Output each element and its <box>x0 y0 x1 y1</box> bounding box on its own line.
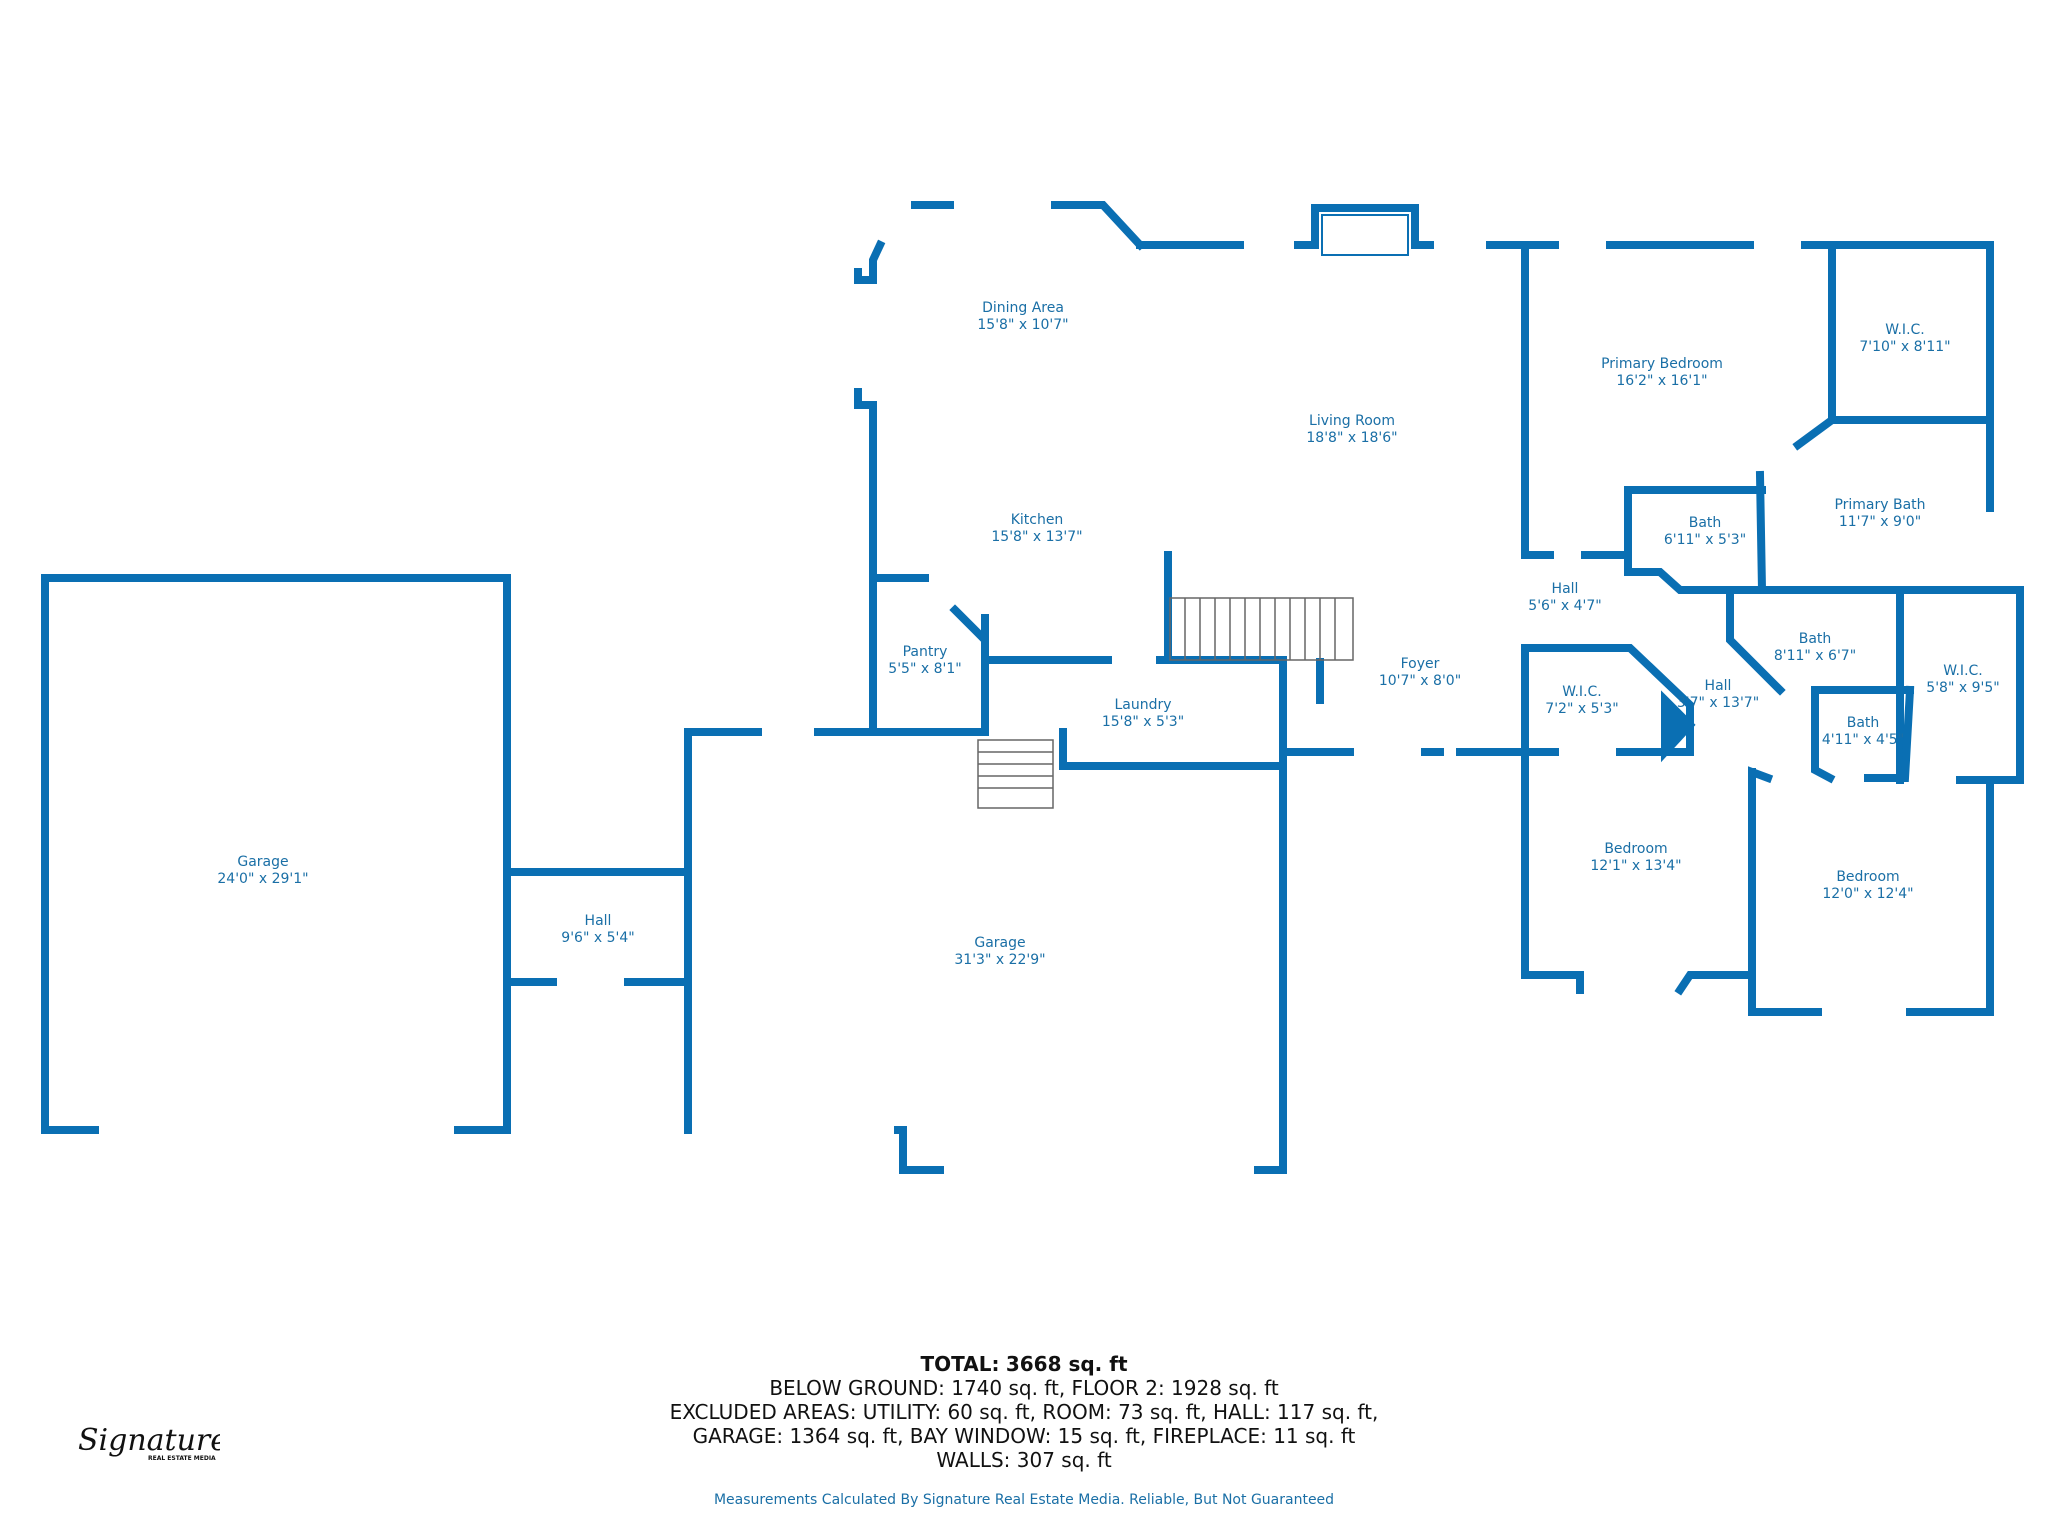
logo-script: Signature <box>78 1423 220 1458</box>
room-name: Foyer <box>1401 656 1440 672</box>
room-dimensions: 7'10" x 8'11" <box>1859 339 1950 355</box>
room-dimensions: 9'6" x 5'4" <box>561 930 634 946</box>
summary-line: WALLS: 307 sq. ft <box>936 1448 1112 1472</box>
bedroom-right-walls <box>1748 768 2014 1016</box>
room-name: W.I.C. <box>1885 322 1925 338</box>
room-dimensions: 5'6" x 4'7" <box>1528 598 1601 614</box>
room-dimensions: 3'7" x 13'7" <box>1677 695 1759 711</box>
signature-logo: Signature REAL ESTATE MEDIA <box>78 1423 220 1462</box>
room-name: Hall <box>585 913 612 929</box>
room-dimensions: 8'11" x 6'7" <box>1774 648 1856 664</box>
room-dimensions: 6'11" x 5'3" <box>1664 532 1746 548</box>
room-name: Hall <box>1552 581 1579 597</box>
summary-line: EXCLUDED AREAS: UTILITY: 60 sq. ft, ROOM… <box>669 1400 1379 1424</box>
room-dimensions: 11'7" x 9'0" <box>1839 514 1921 530</box>
total-line: TOTAL: 3668 sq. ft <box>0 1352 2048 1376</box>
top-wall <box>1136 204 1994 512</box>
room-dimensions: 15'8" x 13'7" <box>991 529 1082 545</box>
primary-bath-walls <box>1755 414 2024 784</box>
stairs-lower <box>977 739 1054 809</box>
room-dimensions: 5'8" x 9'5" <box>1926 680 1999 696</box>
room-name: Primary Bath <box>1834 497 1925 513</box>
room-dimensions: 5'5" x 8'1" <box>888 661 961 677</box>
garage-left-walls <box>41 574 511 1134</box>
room-name: Pantry <box>903 644 948 660</box>
primary-bedroom-walls <box>1521 241 1994 559</box>
room-dimensions: 24'0" x 29'1" <box>217 871 308 887</box>
room-dimensions: 7'2" x 5'3" <box>1545 701 1618 717</box>
hall-connector-walls <box>503 868 692 986</box>
summary-line: BELOW GROUND: 1740 sq. ft, FLOOR 2: 1928… <box>769 1376 1279 1400</box>
stairs-upper <box>1169 597 1354 661</box>
summary-line: GARAGE: 1364 sq. ft, BAY WINDOW: 15 sq. … <box>692 1424 1356 1448</box>
room-name: W.I.C. <box>1943 663 1983 679</box>
room-name: Garage <box>237 854 288 870</box>
room-name: Dining Area <box>982 300 1064 316</box>
room-name: Bedroom <box>1836 869 1899 885</box>
room-dimensions: 18'8" x 18'6" <box>1306 430 1397 446</box>
room-dimensions: 12'0" x 12'4" <box>1822 886 1913 902</box>
walls <box>41 201 2024 1174</box>
room-name: Hall <box>1705 678 1732 694</box>
room-name: Bath <box>1689 515 1722 531</box>
room-dimensions: 15'8" x 5'3" <box>1102 714 1184 730</box>
logo-sub: REAL ESTATE MEDIA <box>148 1455 216 1462</box>
bath-middle-walls <box>1726 594 1904 784</box>
room-name: Primary Bedroom <box>1601 356 1723 372</box>
bath-tiny-walls <box>1811 685 1915 784</box>
room-dimensions: 4'11" x 4'5" <box>1822 732 1904 748</box>
room-name: W.I.C. <box>1562 684 1602 700</box>
room-name: Garage <box>974 935 1025 951</box>
room-dimensions: 12'1" x 13'4" <box>1590 858 1681 874</box>
room-name: Bedroom <box>1604 841 1667 857</box>
total-value: 3668 sq. ft <box>1005 1352 1128 1376</box>
room-dimensions: 16'2" x 16'1" <box>1616 373 1707 389</box>
area-summary: BELOW GROUND: 1740 sq. ft, FLOOR 2: 1928… <box>0 1376 2048 1472</box>
wic-triangle <box>1661 690 1696 763</box>
total-label: TOTAL: <box>920 1352 1000 1376</box>
room-dimensions: 15'8" x 10'7" <box>977 317 1068 333</box>
room-name: Bath <box>1799 631 1832 647</box>
bath-small-walls <box>1624 486 1766 594</box>
room-dimensions: 10'7" x 8'0" <box>1379 673 1461 689</box>
kitchen-left-wall <box>854 201 1146 582</box>
disclaimer: Measurements Calculated By Signature Rea… <box>713 1492 1335 1508</box>
room-name: Laundry <box>1114 697 1171 713</box>
room-name: Bath <box>1847 715 1880 731</box>
room-name: Kitchen <box>1011 512 1064 528</box>
fireplace <box>1321 214 1409 256</box>
room-name: Living Room <box>1309 413 1395 429</box>
room-dimensions: 31'3" x 22'9" <box>954 952 1045 968</box>
